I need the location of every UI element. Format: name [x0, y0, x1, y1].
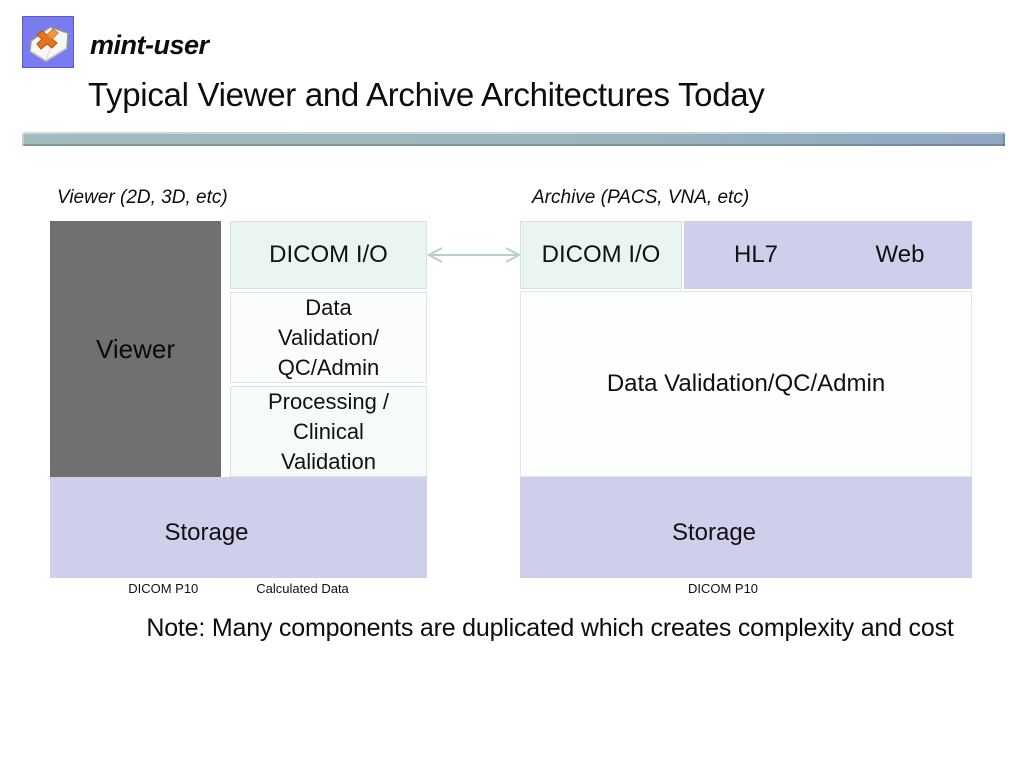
viewer-storage-box: Storage DICOM P10 Calculated Data: [50, 477, 427, 596]
archive-dicom-io-box: DICOM I/O: [520, 221, 682, 289]
viewer-storage-item-dicom-p10: DICOM P10: [128, 581, 199, 596]
archive-storage-title: Storage: [671, 519, 757, 546]
bidirectional-arrow-icon: [426, 247, 522, 263]
viewer-storage-title: Storage: [164, 519, 249, 546]
divider-bar: [22, 132, 1005, 146]
archive-storage-item-dicom-p10: DICOM P10: [687, 581, 759, 596]
page-title: Typical Viewer and Archive Architectures…: [88, 76, 765, 113]
brand-name: mint-user: [90, 30, 209, 60]
viewer-dicom-io-box: DICOM I/O: [230, 221, 427, 289]
archive-data-validation-box: Data Validation/QC/Admin: [520, 291, 972, 477]
viewer-data-validation-box: Data Validation/ QC/Admin: [230, 292, 427, 383]
viewer-storage-item-calculated-data: Calculated Data: [256, 581, 349, 596]
mint-user-logo-icon: [22, 16, 74, 68]
archive-section-label: Archive (PACS, VNA, etc): [532, 187, 750, 208]
archive-hl7-box: HL7: [733, 241, 779, 268]
viewer-processing-box: Processing / Clinical Validation: [230, 386, 427, 477]
note-text: Note: Many components are duplicated whi…: [146, 614, 954, 642]
archive-hl7-web-band: HL7 Web: [684, 221, 972, 289]
archive-storage-box: Storage DICOM P10: [520, 477, 972, 596]
viewer-section-label: Viewer (2D, 3D, etc): [57, 187, 228, 208]
archive-web-box: Web: [875, 241, 925, 268]
viewer-box: Viewer: [50, 221, 221, 477]
